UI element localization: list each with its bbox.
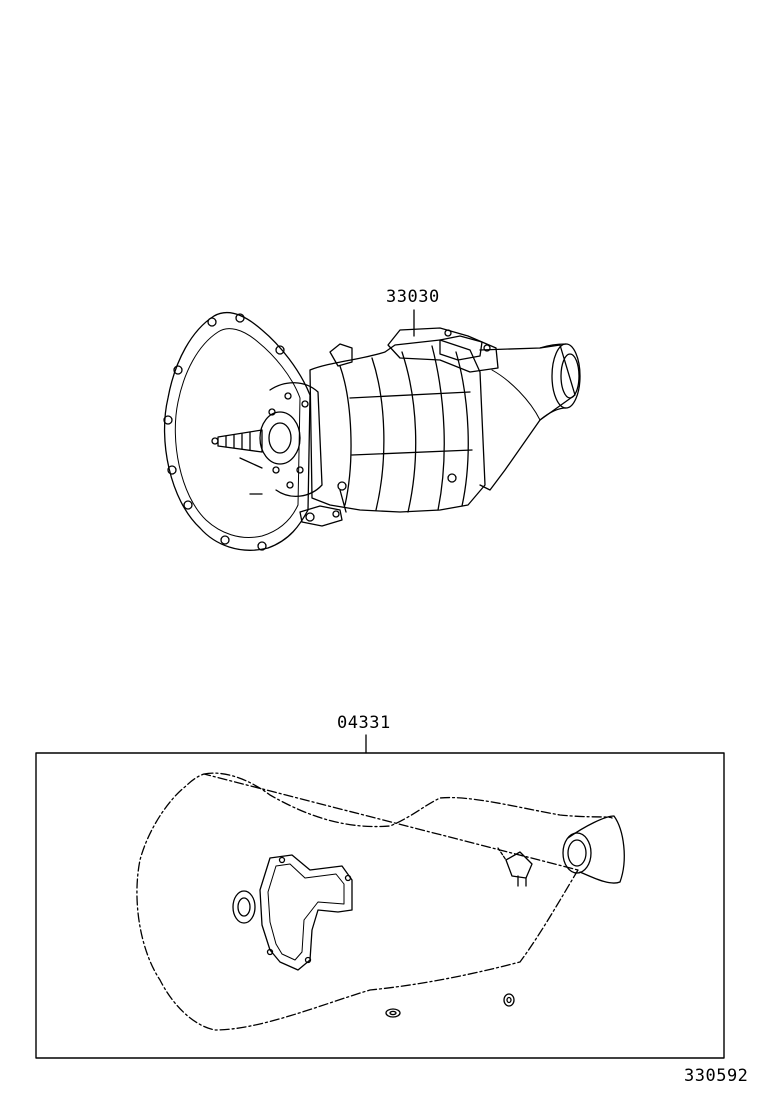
transmission-assembly-illustration — [163, 309, 581, 551]
gasket-kit-illustration — [35, 734, 725, 1059]
gasket-kit-frame — [35, 752, 725, 1059]
callout-33030: 33030 — [386, 287, 440, 307]
callout-04331: 04331 — [337, 713, 391, 733]
diagram-id: 330592 — [684, 1066, 749, 1086]
